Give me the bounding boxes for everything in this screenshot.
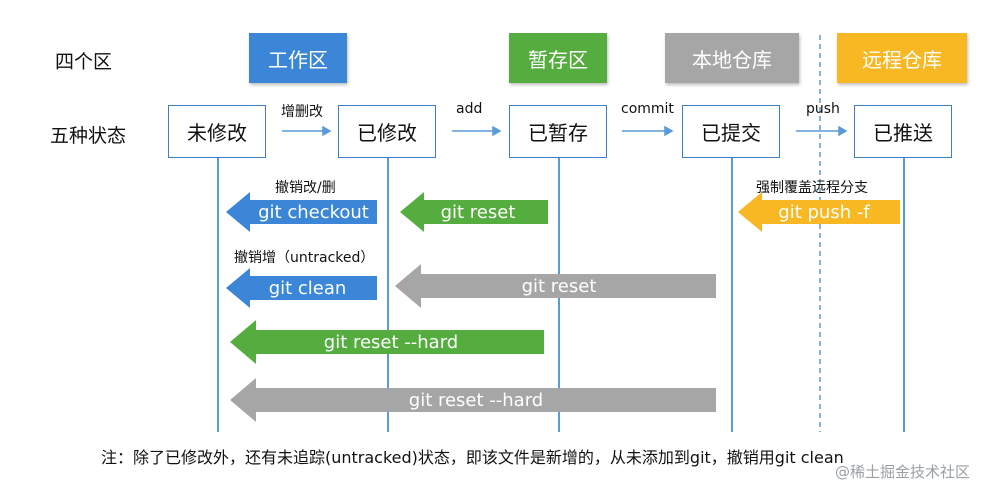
arrow-label-git-reset-gray: git reset [521, 275, 597, 297]
state-committed: 已提交 [682, 105, 780, 158]
state-modified: 已修改 [338, 105, 436, 158]
arrow-label-git-reset-hard-green: git reset --hard [323, 331, 459, 353]
arrow-git-reset-hard-green [230, 320, 544, 364]
arrow-label-git-clean: git clean [268, 277, 347, 299]
area-local-repo-label: 本地仓库 [692, 47, 772, 72]
state-unmodified: 未修改 [168, 105, 266, 158]
area-local-repo: 本地仓库 [665, 33, 799, 83]
transition-label-edit: 增删改 [281, 104, 323, 120]
arrow-label-git-checkout: git checkout [258, 201, 369, 223]
caption-checkout: 撤销改/删 [275, 180, 336, 196]
state-staged: 已暂存 [509, 105, 607, 158]
lifeline-modified [387, 157, 389, 432]
area-working-label: 工作区 [268, 47, 328, 72]
arrow-git-reset-hard-gray [230, 378, 716, 422]
transition-arrowhead-add [492, 125, 502, 137]
watermark: @稀土掘金技术社区 [835, 463, 971, 481]
caption-clean: 撤销增（untracked） [234, 250, 375, 266]
arrow-git-clean [226, 268, 377, 308]
arrow-git-reset-gray [395, 264, 716, 308]
arrow-label-git-reset-hard-gray: git reset --hard [408, 389, 544, 411]
arrow-git-checkout [226, 192, 377, 232]
state-pushed: 已推送 [854, 105, 952, 158]
lifeline-unmodified [217, 157, 219, 432]
transition-arrowhead-commit [664, 125, 674, 137]
transition-label-add: add [456, 101, 483, 117]
transition-label-commit: commit [621, 101, 674, 117]
transition-arrowhead-edit [322, 125, 332, 137]
lifeline-pushed [903, 157, 905, 432]
area-staging: 暂存区 [509, 33, 607, 83]
area-staging-label: 暂存区 [528, 47, 588, 72]
arrow-label-git-push-force: git push -f [778, 201, 870, 223]
lifeline-committed [731, 157, 733, 432]
arrow-git-reset-green [400, 192, 548, 232]
footnote: 注：除了已修改外，还有未追踪(untracked)状态，即该文件是新增的，从未添… [101, 448, 844, 467]
arrow-git-push-force [738, 192, 900, 232]
area-working: 工作区 [249, 33, 347, 83]
area-remote-repo-label: 远程仓库 [862, 47, 942, 72]
row-label-areas: 四个区 [55, 51, 113, 73]
transition-label-push: push [806, 101, 840, 117]
transition-arrowhead-push [838, 125, 848, 137]
caption-push-force: 强制覆盖远程分支 [756, 180, 868, 196]
row-label-states: 五种状态 [50, 125, 127, 147]
arrow-label-git-reset-green: git reset [440, 201, 516, 223]
area-remote-repo: 远程仓库 [837, 33, 967, 83]
